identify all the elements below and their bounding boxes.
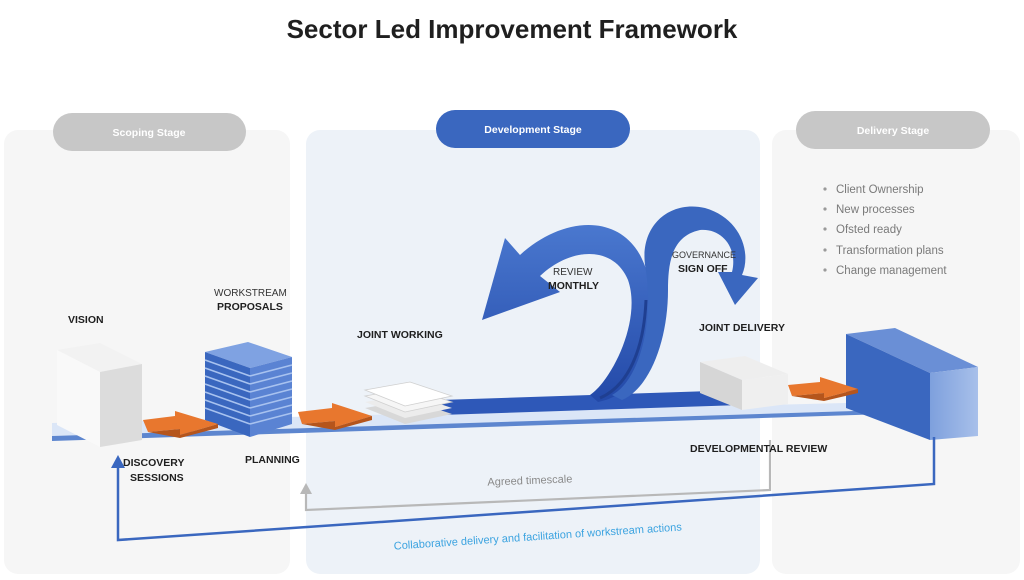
delivery-list-item: Ofsted ready <box>836 224 902 236</box>
planning-label: PLANNING <box>245 454 300 466</box>
development-stage-label: Development Stage <box>484 124 582 136</box>
delivery-stage-label: Delivery Stage <box>857 125 930 137</box>
governance-label-top: GOVERNANCE <box>672 250 736 260</box>
delivery-box <box>846 328 978 440</box>
delivery-list-item: Transformation plans <box>836 245 944 257</box>
orange-arrow <box>143 411 218 438</box>
joint-delivery-block <box>700 356 788 410</box>
discovery-label-top: DISCOVERY <box>123 457 184 469</box>
vision-box <box>57 343 142 447</box>
joint-working-label: JOINT WORKING <box>357 329 443 341</box>
workstream-stack <box>204 342 293 437</box>
page-title: Sector Led Improvement Framework <box>287 14 738 44</box>
workstream-label-top: WORKSTREAM <box>214 288 287 299</box>
orange-arrow <box>788 377 858 401</box>
timescale-arrowhead <box>300 483 312 494</box>
feedback-line <box>116 437 936 542</box>
orange-arrow <box>298 403 372 430</box>
timescale-note: Agreed timescale <box>487 473 572 488</box>
discovery-label-bottom: SESSIONS <box>130 472 184 484</box>
scoping-panel <box>4 130 290 574</box>
feedback-arrowhead <box>111 455 125 468</box>
vision-label: VISION <box>68 314 104 326</box>
delivery-list-item: Client Ownership <box>836 184 924 196</box>
developmental-review-label: DEVELOPMENTAL REVIEW <box>690 443 827 455</box>
review-label-top: REVIEW <box>553 267 593 278</box>
development-stage-pill <box>436 110 630 148</box>
joint-working-stack <box>363 381 454 424</box>
delivery-list-item: Change management <box>836 265 947 277</box>
governance-label-bottom: SIGN OFF <box>678 263 728 275</box>
workstream-label-bottom: PROPOSALS <box>217 301 283 313</box>
review-label-bottom: MONTHLY <box>548 280 599 292</box>
scoping-stage-pill <box>53 113 246 151</box>
delivery-list: Client Ownership New processes Ofsted re… <box>823 184 947 277</box>
review-loop-ribbon <box>440 206 758 415</box>
delivery-stage-pill <box>796 111 990 149</box>
delivery-list-item: New processes <box>836 204 915 216</box>
scoping-stage-label: Scoping Stage <box>113 127 186 139</box>
timescale-bracket <box>304 440 772 512</box>
joint-delivery-label: JOINT DELIVERY <box>699 322 785 334</box>
